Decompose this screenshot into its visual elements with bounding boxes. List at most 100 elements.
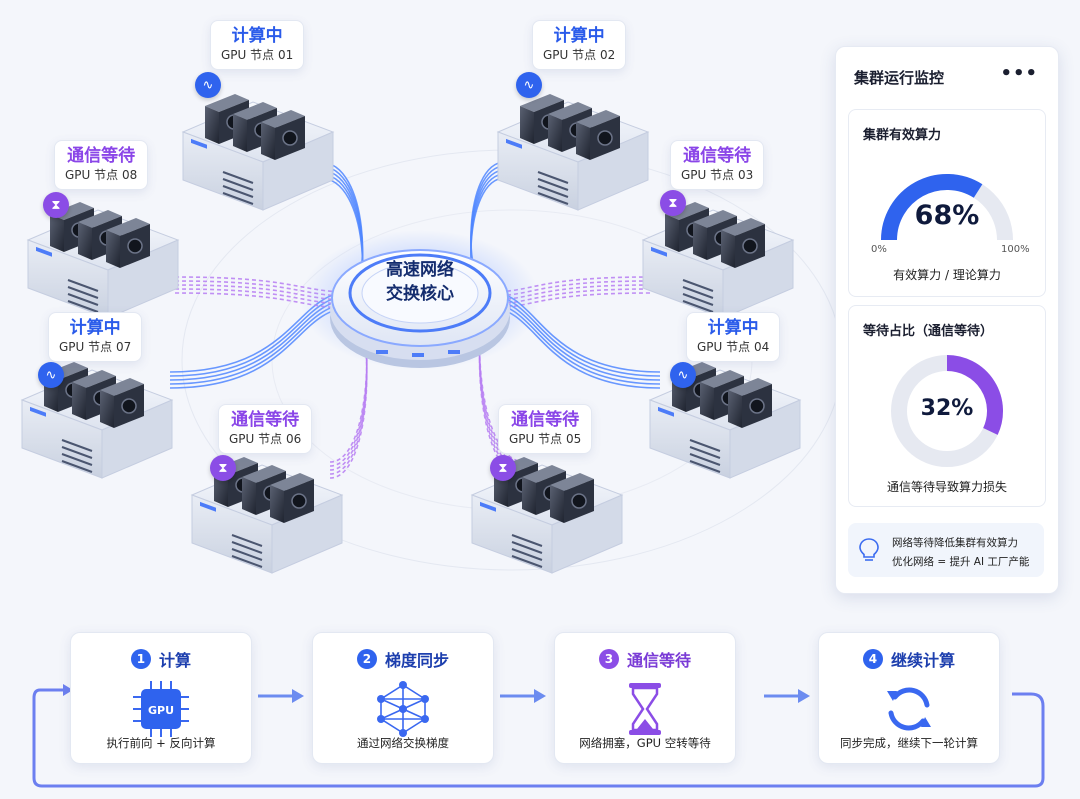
step-title: 通信等待 bbox=[626, 651, 691, 670]
network-link bbox=[489, 284, 651, 301]
node-name: GPU 节点 08 bbox=[65, 168, 138, 182]
step-gradient-sync: 2 梯度同步 通过网络交换梯度 bbox=[312, 632, 494, 764]
network-link bbox=[489, 280, 651, 297]
step-comm-wait: 3 通信等待 网络拥塞，GPU 空转等待 bbox=[554, 632, 736, 764]
step-number: 3 bbox=[598, 649, 619, 669]
step-compute: 1 计算 GPU 执行前向 + 反向计算 bbox=[70, 632, 252, 764]
hub-label-line1: 高速网络 bbox=[386, 260, 454, 280]
efficiency-gauge-fill bbox=[881, 174, 983, 241]
tip-box: 网络等待降低集群有效算力 优化网络 = 提升 AI 工厂产能 bbox=[848, 523, 1044, 577]
node-label-card: 通信等待 GPU 节点 05 bbox=[498, 404, 593, 454]
step-title: 计算 bbox=[158, 651, 191, 670]
step-description: 同步完成，继续下一轮计算 bbox=[840, 736, 978, 750]
node-status: 计算中 bbox=[553, 26, 605, 46]
network-link bbox=[489, 292, 651, 309]
refresh-icon bbox=[887, 687, 931, 731]
wait-donut-fill bbox=[946, 355, 1003, 435]
tip-line1: 网络等待降低集群有效算力 bbox=[892, 537, 1018, 549]
gpu-server-rack bbox=[26, 202, 180, 319]
node-label-card: 计算中 GPU 节点 07 bbox=[48, 312, 143, 362]
gpu-chip-icon: GPU bbox=[133, 681, 189, 737]
network-switch-hub bbox=[300, 230, 540, 370]
network-link bbox=[489, 276, 651, 293]
network-graph-icon bbox=[377, 681, 429, 737]
wait-card: 等待占比（通信等待） 32% 通信等待导致算力损失 bbox=[848, 305, 1046, 507]
cluster-monitor-panel: 集群运行监控 ••• 集群有效算力 68% 0% 100% 有效算力 / 理论算… bbox=[835, 46, 1059, 594]
gpu-server-rack bbox=[496, 94, 650, 211]
gpu-server-rack bbox=[470, 457, 624, 574]
node-label-card: 通信等待 GPU 节点 06 bbox=[218, 404, 313, 454]
step-arrows bbox=[258, 689, 810, 703]
lightbulb-icon bbox=[859, 538, 879, 561]
node-label-card: 通信等待 GPU 节点 03 bbox=[670, 140, 765, 190]
hourglass-icon: ⧗ bbox=[210, 455, 236, 481]
activity-icon: ∿ bbox=[670, 362, 696, 388]
wait-caption: 通信等待导致算力损失 bbox=[886, 480, 1007, 494]
node-name: GPU 节点 06 bbox=[229, 432, 302, 446]
hourglass-icon: ⧗ bbox=[490, 455, 516, 481]
network-link bbox=[174, 280, 351, 297]
node-status: 通信等待 bbox=[231, 410, 300, 430]
node-label-card: 通信等待 GPU 节点 08 bbox=[54, 140, 149, 190]
efficiency-caption: 有效算力 / 理论算力 bbox=[893, 268, 1001, 282]
node-status: 计算中 bbox=[707, 318, 759, 338]
activity-icon: ∿ bbox=[516, 72, 542, 98]
node-name: GPU 节点 04 bbox=[697, 340, 770, 354]
hub-label: 高速网络 交换核心 bbox=[360, 258, 480, 306]
gpu-server-rack bbox=[181, 94, 335, 211]
efficiency-title: 集群有效算力 bbox=[863, 128, 942, 143]
efficiency-gauge bbox=[881, 174, 1013, 241]
node-status: 通信等待 bbox=[683, 146, 752, 166]
monitor-title: 集群运行监控 bbox=[854, 69, 945, 87]
loop-back-arrow bbox=[32, 688, 1045, 788]
gpu-server-rack bbox=[190, 457, 344, 574]
gauge-min-label: 0% bbox=[871, 244, 887, 255]
network-link bbox=[174, 292, 351, 309]
node-name: GPU 节点 03 bbox=[681, 168, 754, 182]
node-label-card: 计算中 GPU 节点 01 bbox=[210, 20, 305, 70]
network-link bbox=[489, 288, 651, 305]
gpu-server-rack bbox=[20, 362, 174, 479]
gpu-racks bbox=[20, 94, 802, 574]
hourglass-icon: ⧗ bbox=[43, 192, 69, 218]
step-description: 通过网络交换梯度 bbox=[357, 736, 449, 750]
node-label-card: 计算中 GPU 节点 02 bbox=[532, 20, 627, 70]
network-link bbox=[174, 284, 351, 301]
gauge-max-label: 100% bbox=[1001, 244, 1030, 255]
activity-icon: ∿ bbox=[195, 72, 221, 98]
node-name: GPU 节点 01 bbox=[221, 48, 294, 62]
node-status: 通信等待 bbox=[67, 146, 136, 166]
hub-label-line2: 交换核心 bbox=[386, 284, 454, 304]
step-description: 网络拥塞，GPU 空转等待 bbox=[579, 736, 711, 750]
efficiency-card: 集群有效算力 68% 0% 100% 有效算力 / 理论算力 bbox=[848, 109, 1046, 297]
step-title: 继续计算 bbox=[890, 651, 955, 670]
network-link bbox=[174, 288, 351, 305]
node-status: 通信等待 bbox=[511, 410, 580, 430]
node-label-card: 计算中 GPU 节点 04 bbox=[686, 312, 781, 362]
step-number: 1 bbox=[130, 649, 151, 669]
node-name: GPU 节点 07 bbox=[59, 340, 132, 354]
wait-value: 32% bbox=[920, 396, 974, 421]
network-link bbox=[174, 276, 351, 293]
step-title: 梯度同步 bbox=[384, 651, 449, 670]
wait-donut bbox=[891, 355, 1003, 467]
more-options-icon[interactable]: ••• bbox=[1000, 63, 1038, 84]
node-status: 计算中 bbox=[231, 26, 283, 46]
wait-title: 等待占比（通信等待） bbox=[863, 324, 994, 339]
step-number: 2 bbox=[356, 649, 377, 669]
node-status: 计算中 bbox=[69, 318, 121, 338]
hourglass-icon bbox=[629, 683, 661, 735]
efficiency-value: 68% bbox=[914, 200, 980, 231]
node-name: GPU 节点 02 bbox=[543, 48, 616, 62]
node-name: GPU 节点 05 bbox=[509, 432, 582, 446]
step-continue: 4 继续计算 同步完成，继续下一轮计算 bbox=[818, 632, 1000, 764]
activity-icon: ∿ bbox=[38, 362, 64, 388]
step-number: 4 bbox=[862, 649, 883, 669]
tip-line2: 优化网络 = 提升 AI 工厂产能 bbox=[892, 556, 1030, 568]
gpu-chip-label: GPU bbox=[148, 704, 174, 717]
gpu-server-rack bbox=[641, 202, 795, 319]
hourglass-icon: ⧗ bbox=[660, 190, 686, 216]
step-description: 执行前向 + 反向计算 bbox=[106, 736, 216, 750]
